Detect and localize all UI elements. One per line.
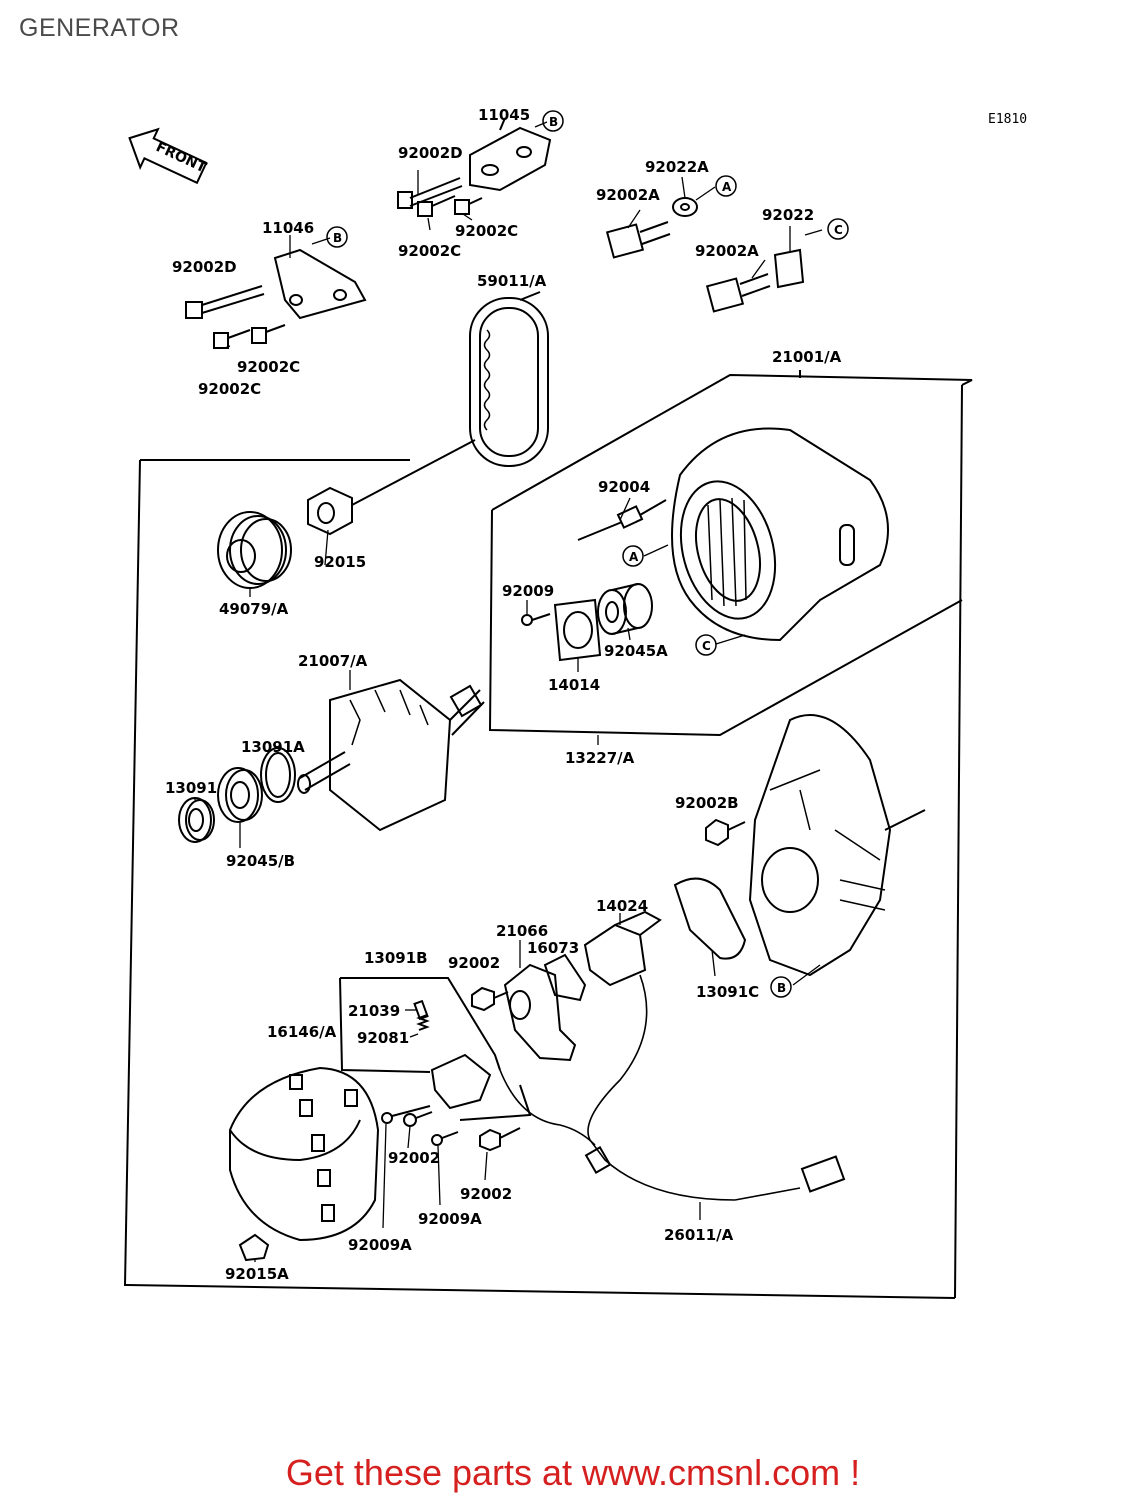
bolt-92002D-left bbox=[185, 285, 265, 319]
spring-92081 bbox=[416, 1014, 430, 1031]
stud-92002A-lower bbox=[705, 273, 771, 313]
label-21039: 21039 bbox=[348, 1002, 400, 1020]
bolt-92002C-left-a bbox=[213, 329, 251, 349]
bracket-11045 bbox=[469, 126, 552, 192]
label-92045A: 92045A bbox=[604, 642, 668, 660]
label-14014: 14014 bbox=[548, 676, 600, 694]
label-92022A: 92022A bbox=[645, 158, 709, 176]
label-92002-mid: 92002 bbox=[448, 954, 500, 972]
label-13091C: 13091C bbox=[696, 983, 759, 1001]
marker-C-housing: C bbox=[702, 639, 711, 653]
label-92002C-left-a: 92002C bbox=[237, 358, 300, 376]
brush-holder-small bbox=[430, 1053, 492, 1110]
label-92015A: 92015A bbox=[225, 1265, 289, 1283]
label-11046: 11046 bbox=[262, 219, 314, 237]
label-92002C-upper-b: 92002C bbox=[398, 242, 461, 260]
rear-housing-21001 bbox=[671, 427, 889, 642]
label-92015: 92015 bbox=[314, 553, 366, 571]
label-11045: 11045 bbox=[478, 106, 530, 124]
screw-92009-upper bbox=[521, 613, 551, 626]
label-14024: 14024 bbox=[596, 897, 648, 915]
bolt-92002-mid bbox=[471, 986, 509, 1012]
rotor-21007 bbox=[297, 678, 485, 832]
label-16073: 16073 bbox=[527, 939, 579, 957]
marker-B-front: B bbox=[777, 981, 786, 995]
regulator-16073 bbox=[543, 953, 587, 1002]
bolt-92002C-upper-b bbox=[454, 197, 483, 215]
brush-21039 bbox=[413, 999, 429, 1021]
label-92002-c: 92002 bbox=[460, 1185, 512, 1203]
bearing-92045B bbox=[217, 767, 263, 823]
label-13091: 13091 bbox=[165, 779, 217, 797]
label-13091A: 13091A bbox=[241, 738, 305, 756]
label-92022: 92022 bbox=[762, 206, 814, 224]
label-92009A-a: 92009A bbox=[348, 1236, 412, 1254]
label-92002D-upper: 92002D bbox=[398, 144, 463, 162]
brush-holder-14024 bbox=[583, 910, 662, 987]
label-92045B: 92045/B bbox=[226, 852, 295, 870]
label-92002D-left: 92002D bbox=[172, 258, 237, 276]
seal-13091 bbox=[178, 797, 215, 843]
end-cover-16146 bbox=[229, 1066, 380, 1242]
label-92002B: 92002B bbox=[675, 794, 739, 812]
label-92002A-upper: 92002A bbox=[596, 186, 660, 204]
rear-housing-box bbox=[491, 373, 973, 511]
marker-B-top: B bbox=[549, 115, 558, 129]
nut-92015 bbox=[307, 486, 353, 536]
label-92002C-upper-a: 92002C bbox=[455, 222, 518, 240]
wiring-harness-26011 bbox=[499, 974, 846, 1201]
label-21066: 21066 bbox=[496, 922, 548, 940]
diagram-reference: E1810 bbox=[988, 112, 1028, 127]
label-49079: 49079/A bbox=[219, 600, 289, 618]
label-21001: 21001/A bbox=[772, 348, 842, 366]
bolt-92002B bbox=[705, 818, 746, 847]
bearing-92045A bbox=[597, 583, 653, 635]
regulator-21066 bbox=[503, 963, 577, 1062]
label-13091B: 13091B bbox=[364, 949, 428, 967]
bolt-92002C-left-b bbox=[251, 324, 286, 344]
label-59011: 59011/A bbox=[477, 272, 547, 290]
label-92002A-lower: 92002A bbox=[695, 242, 759, 260]
stud-92004 bbox=[577, 499, 667, 541]
cta-link-text[interactable]: Get these parts at www.cmsnl.com ! bbox=[285, 1452, 861, 1493]
screw-92009A-a bbox=[381, 1105, 431, 1124]
label-16146: 16146/A bbox=[267, 1023, 337, 1041]
bolt-92002-c bbox=[479, 1127, 521, 1152]
screw-92002-b bbox=[403, 1111, 433, 1127]
bolt-92002D-upper bbox=[397, 177, 463, 209]
front-arrow-label: FRONT bbox=[153, 139, 209, 176]
drive-belt-59011 bbox=[469, 297, 549, 467]
label-13227: 13227/A bbox=[565, 749, 635, 767]
label-92004: 92004 bbox=[598, 478, 650, 496]
washer-92022A bbox=[672, 197, 698, 217]
label-92081: 92081 bbox=[357, 1029, 409, 1047]
label-92002C-left-b: 92002C bbox=[198, 380, 261, 398]
stud-92002A-upper bbox=[605, 221, 671, 259]
nut-92015A bbox=[238, 1233, 270, 1262]
pulley-49079 bbox=[217, 511, 292, 589]
cover-13091C bbox=[673, 877, 747, 960]
front-housing bbox=[748, 714, 926, 977]
label-92009: 92009 bbox=[502, 582, 554, 600]
page-title: GENERATOR bbox=[19, 14, 180, 42]
gasket-14014 bbox=[553, 598, 602, 662]
label-92002-b: 92002 bbox=[388, 1149, 440, 1167]
marker-B-left: B bbox=[333, 231, 342, 245]
generator-exploded-diagram: 11045 92002D 92002C 92002C 92022A 92002A… bbox=[123, 106, 973, 1299]
marker-A-housing: A bbox=[629, 550, 639, 564]
bracket-11046 bbox=[273, 248, 367, 320]
marker-C-top: C bbox=[834, 223, 843, 237]
label-92009A-b: 92009A bbox=[418, 1210, 482, 1228]
marker-A-top: A bbox=[722, 180, 732, 194]
plate-92022 bbox=[773, 248, 805, 289]
sub-box-13091B bbox=[340, 977, 501, 1071]
bolt-92002C-upper-a bbox=[417, 195, 456, 217]
screw-92009A-b bbox=[431, 1131, 459, 1146]
ring-13091A bbox=[260, 747, 296, 803]
front-arrow-icon bbox=[128, 127, 208, 185]
label-26011: 26011/A bbox=[664, 1226, 734, 1244]
label-21007: 21007/A bbox=[298, 652, 368, 670]
